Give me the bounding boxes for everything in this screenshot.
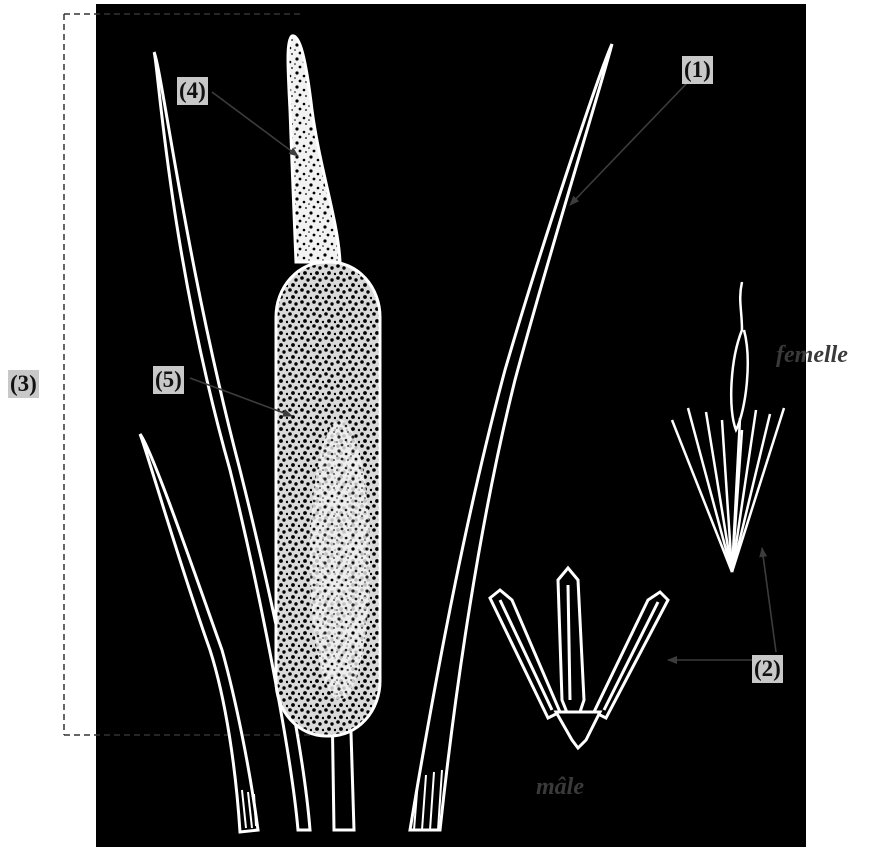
female-spike-highlight bbox=[310, 420, 370, 700]
label-plant-span: (3) bbox=[8, 370, 39, 398]
caption-male: mâle bbox=[536, 774, 584, 801]
female-flower bbox=[672, 282, 784, 572]
label-flowers: (2) bbox=[752, 655, 783, 683]
label-male-spike: (4) bbox=[177, 77, 208, 105]
male-flower bbox=[490, 568, 668, 748]
label-female-spike: (5) bbox=[153, 366, 184, 394]
caption-female: femelle bbox=[776, 342, 848, 369]
male-spike bbox=[288, 36, 340, 262]
label-leaf: (1) bbox=[682, 56, 713, 84]
